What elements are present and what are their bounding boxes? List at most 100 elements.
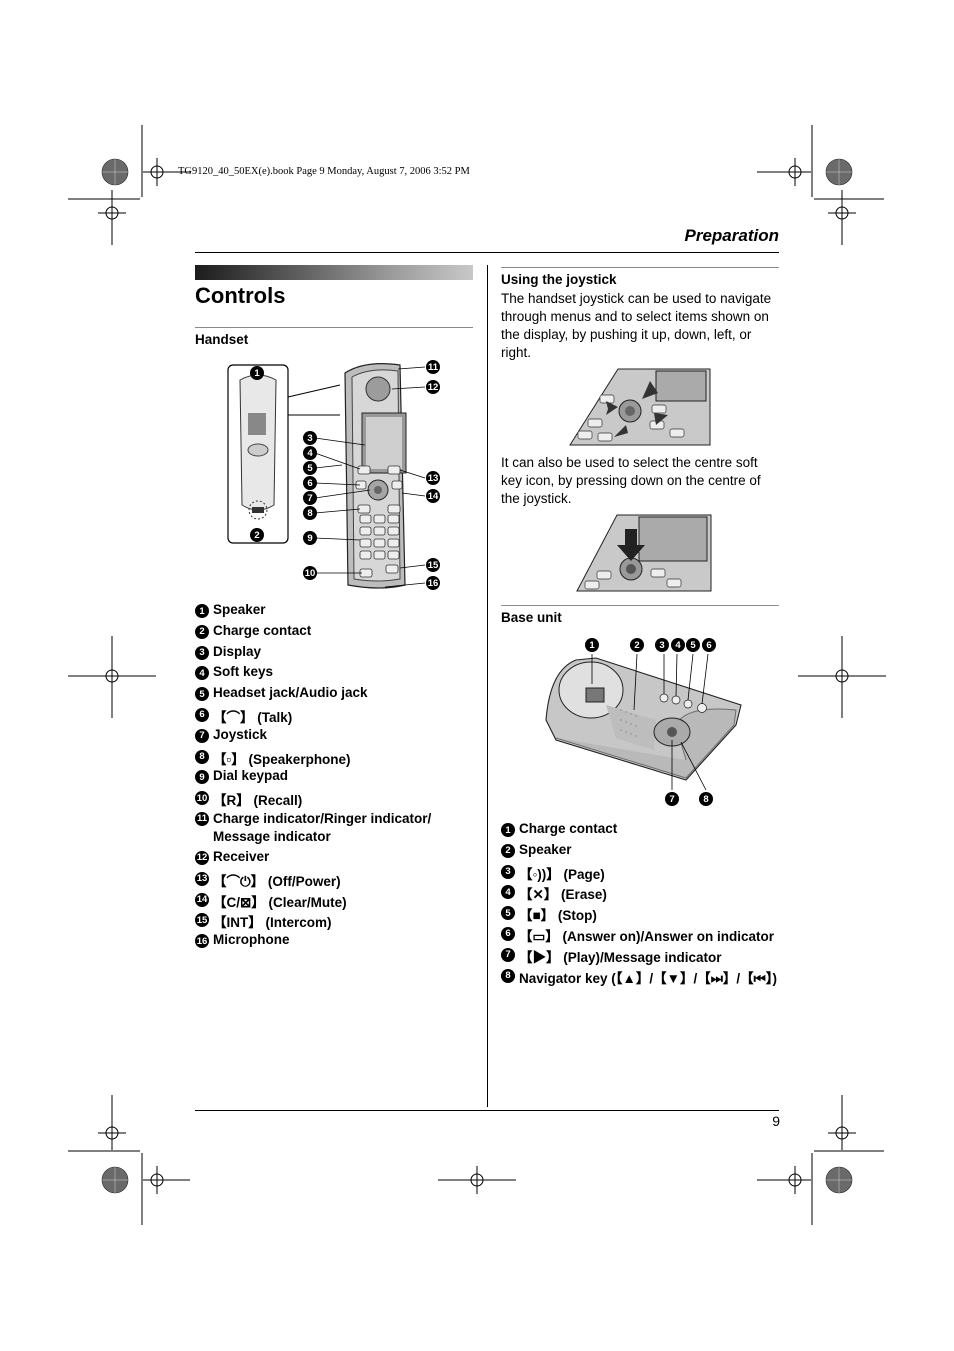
- handset-heading: Handset: [195, 332, 249, 347]
- page-title: Controls: [195, 283, 286, 308]
- handset-callout-12: 12: [426, 380, 440, 394]
- list-item: 10 【R】 (Recall): [195, 789, 475, 810]
- handset-callout-5: 5: [303, 461, 317, 475]
- title-bar-gradient: [195, 265, 473, 280]
- handset-callout-15: 15: [426, 558, 440, 572]
- item-label: 【INT】 (Intercom): [213, 915, 332, 931]
- list-item: 4 【✕】 (Erase): [501, 883, 786, 904]
- joystick-press-illustration: [576, 514, 712, 592]
- item-label: Charge contact: [213, 622, 312, 638]
- item-number: 6: [501, 926, 515, 941]
- item-label: Speaker: [519, 841, 572, 857]
- item-label: Receiver: [213, 848, 270, 864]
- item-label: Display: [213, 643, 262, 659]
- handset-callout-9: 9: [303, 531, 317, 545]
- file-info: TG9120_40_50EX(e).book Page 9 Monday, Au…: [178, 166, 470, 177]
- item-label: 【✕】 (Erase): [519, 887, 607, 903]
- list-item: 1 Charge contact: [501, 821, 786, 842]
- handset-callout-6: 6: [303, 476, 317, 490]
- item-number: 8: [195, 749, 209, 764]
- joystick-heading: Using the joystick: [501, 272, 617, 287]
- list-item: 3 【◦))】 (Page): [501, 863, 786, 884]
- item-label: 【⌒】 (Talk): [213, 709, 293, 725]
- handset-callout-8: 8: [303, 506, 317, 520]
- list-item: 5 【■】 (Stop): [501, 904, 786, 925]
- item-label: Charge contact: [519, 821, 618, 836]
- item-label: 【▶】 (Play)/Message indicator: [519, 949, 722, 965]
- item-label: 【■】 (Stop): [519, 908, 597, 924]
- list-item: 11 Charge indicator/Ringer indicator/ Mes…: [195, 810, 475, 849]
- joystick-navigate-illustration: [569, 368, 711, 446]
- base-callout-3: 3: [655, 638, 669, 652]
- joystick-rule: [501, 267, 779, 268]
- joystick-para-2: It can also be used to select the centre…: [501, 455, 761, 506]
- item-label: Headset jack/Audio jack: [213, 685, 368, 701]
- item-number: 2: [501, 843, 515, 858]
- handset-callout-16: 16: [426, 576, 440, 590]
- item-number: 5: [501, 906, 515, 921]
- item-number: 15: [195, 913, 209, 928]
- item-number: 14: [195, 892, 209, 907]
- item-label: Soft keys: [213, 664, 274, 680]
- handset-illustration: [227, 363, 426, 589]
- list-item: 8 【▫︎】 (Speakerphone): [195, 748, 475, 769]
- joystick-para-1: The handset joystick can be used to navi…: [501, 291, 772, 360]
- item-label: Navigator key (【▲】/【▼】/【⏭】/【⏮】): [519, 970, 778, 986]
- section-title: Preparation: [684, 226, 779, 245]
- page-number: 9: [772, 1113, 780, 1129]
- list-item: 2 Speaker: [501, 842, 786, 863]
- base-heading: Base unit: [501, 610, 562, 625]
- item-number: 9: [195, 770, 209, 785]
- item-label: Joystick: [213, 726, 268, 742]
- item-label: 【▭】 (Answer on)/Answer on indicator: [519, 928, 775, 944]
- list-item: 14 【C/⊠】 (Clear/Mute): [195, 891, 475, 912]
- handset-callout-13: 13: [426, 471, 440, 485]
- item-number: 11: [195, 811, 209, 826]
- item-number: 1: [501, 823, 515, 837]
- item-number: 5: [195, 687, 209, 702]
- item-label: 【R】 (Recall): [213, 793, 303, 809]
- handset-callout-11: 11: [426, 360, 440, 374]
- item-number: 3: [501, 864, 515, 879]
- base-callout-1: 1: [585, 638, 599, 652]
- item-number: 13: [195, 871, 209, 886]
- base-callout-6: 6: [702, 638, 716, 652]
- item-label: Charge indicator/Ringer indicator/ Messa…: [213, 810, 432, 844]
- item-number: 16: [195, 934, 209, 949]
- base-rule: [501, 605, 779, 606]
- list-item: 15 【INT】 (Intercom): [195, 911, 475, 932]
- item-number: 4: [501, 885, 515, 900]
- handset-callout-3: 3: [303, 431, 317, 445]
- list-item: 6【⌒】 (Talk): [195, 706, 475, 727]
- item-number: 12: [195, 850, 209, 865]
- base-list: 1 Charge contact 2 Speaker 3 【◦))】 (Page) 4…: [501, 821, 786, 987]
- list-item: 13【⌒⏻】 (Off/Power): [195, 870, 475, 891]
- list-item: 9 Dial keypad: [195, 768, 475, 789]
- item-label: Dial keypad: [213, 768, 289, 784]
- item-number: 4: [195, 666, 209, 681]
- base-unit-illustration: [545, 653, 742, 791]
- list-item: 5 Headset jack/Audio jack: [195, 685, 475, 706]
- header-rule: [195, 252, 779, 253]
- item-label: 【▫︎】 (Speakerphone): [213, 751, 351, 767]
- handset-rule: [195, 327, 473, 328]
- item-label: 【◦))】 (Page): [519, 866, 605, 882]
- item-label: 【C/⊠】 (Clear/Mute): [213, 894, 347, 910]
- handset-callout-2: 2: [250, 528, 264, 542]
- footer-rule: [195, 1110, 779, 1111]
- item-label: Speaker: [213, 602, 266, 617]
- handset-callout-4: 4: [303, 446, 317, 460]
- item-number: 10: [195, 791, 209, 806]
- handset-callout-14: 14: [426, 489, 440, 503]
- handset-callout-7: 7: [303, 491, 317, 505]
- list-item: 4 Soft keys: [195, 664, 475, 685]
- base-callout-4: 4: [671, 638, 685, 652]
- list-item: 12 Receiver: [195, 849, 475, 870]
